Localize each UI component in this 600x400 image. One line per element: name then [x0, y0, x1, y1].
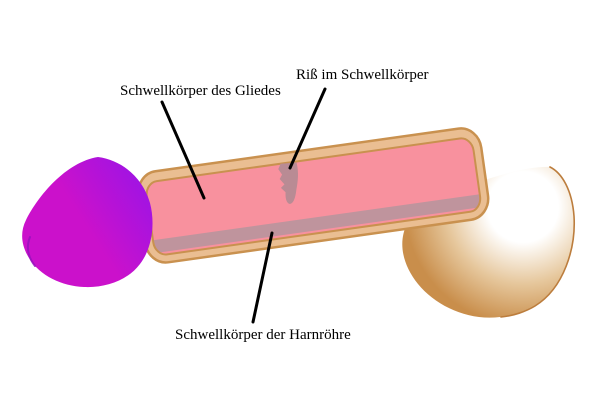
penis-shaft-group [137, 127, 490, 264]
scrotum-outline [500, 166, 575, 318]
label-corpus-spongiosum: Schwellkörper der Harnröhre [175, 327, 351, 343]
pointer-line-tear [288, 87, 327, 170]
pointer-line-cavernosum [160, 100, 206, 200]
glans-crease [26, 236, 36, 267]
glans-shape [22, 157, 153, 288]
pointer-line-spongiosum [251, 231, 274, 324]
corpus-cavernosum-region [146, 138, 481, 255]
label-corpus-cavernosum: Schwellkörper des Gliedes [120, 83, 281, 99]
label-tear: Riß im Schwellkörper [296, 67, 429, 83]
tear-shape [278, 162, 298, 204]
corpus-spongiosum-stripe [152, 194, 482, 254]
